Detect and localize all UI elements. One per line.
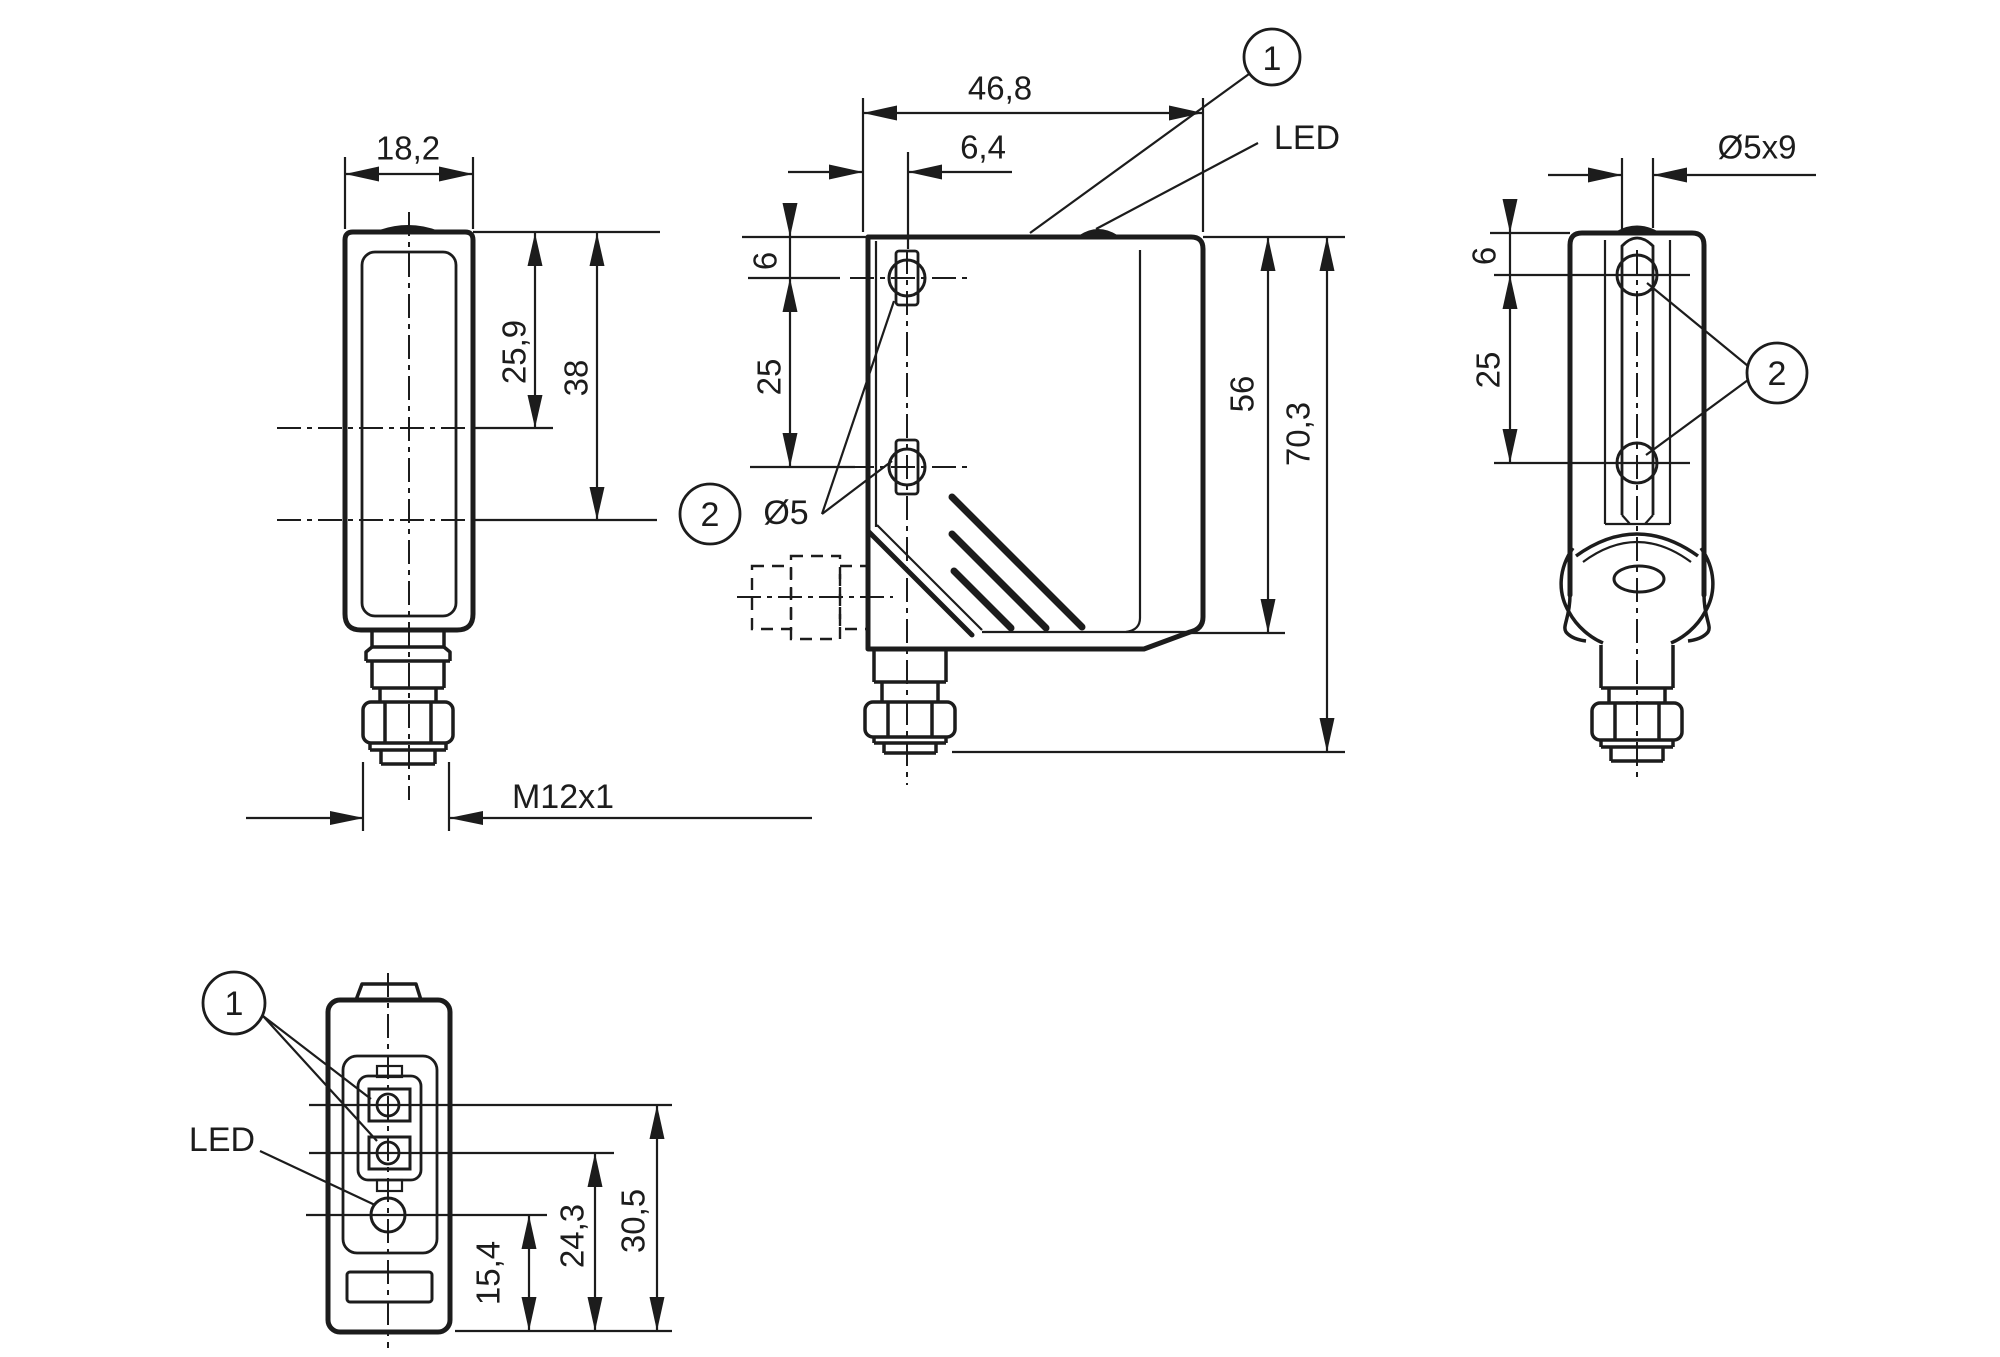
rib	[950, 567, 1015, 632]
dim-ref-axis-label: 38	[558, 360, 595, 397]
bottom-callout-1-circle	[201, 970, 267, 1036]
dim-lens2-axis-label: 24,3	[554, 1204, 591, 1268]
dim-total-height-label: 70,3	[1280, 402, 1317, 466]
led-label: LED	[1274, 119, 1340, 157]
side-connector-alt-dashed	[737, 554, 893, 641]
rib	[948, 493, 1086, 631]
callout-2-circle	[678, 482, 742, 546]
dim-body-height-label: 56	[1224, 376, 1261, 413]
bottom-view: 15,4 24,3 30,5 1 LED	[189, 970, 672, 1348]
dim-slot-label: Ø5x9	[1718, 129, 1797, 166]
dim-hole-top-label: 6	[747, 252, 784, 270]
side-view: 46,8 6,4 6 25 2 Ø5 56 70,3	[678, 27, 1345, 785]
callout-2-number: 2	[701, 496, 720, 534]
dim-rear-hole-pitch-label: 25	[1470, 352, 1507, 389]
hole-dia-label: Ø5	[763, 494, 808, 532]
dim-hole-inset-label: 6,4	[960, 129, 1006, 166]
dim-width-label: 18,2	[376, 130, 440, 167]
front-body-outline	[342, 229, 476, 633]
bottom-label-window	[345, 1270, 434, 1304]
front-connector	[361, 630, 455, 766]
side-led-dome	[1076, 229, 1121, 237]
side-body-outline	[865, 234, 1206, 652]
rear-view: Ø5x9 6 25 2	[1466, 129, 1816, 782]
bottom-callout-1-number: 1	[225, 985, 244, 1023]
callout-1-number: 1	[1263, 40, 1282, 78]
side-connector	[863, 649, 957, 755]
rear-slot	[1620, 236, 1655, 515]
dim-lens-axis-label: 25,9	[496, 320, 533, 384]
rear-callout-2-number: 2	[1768, 355, 1787, 393]
rear-callout-2-circle	[1745, 341, 1809, 405]
dim-rear-hole-top-label: 6	[1466, 247, 1503, 265]
callout-1-circle	[1242, 27, 1302, 87]
dim-depth-label: 46,8	[968, 70, 1032, 107]
side-chamfer	[865, 528, 975, 638]
bottom-led-label: LED	[189, 1121, 255, 1159]
dim-led-axis-label: 15,4	[470, 1241, 507, 1305]
dim-thread-label: M12x1	[512, 778, 614, 816]
bottom-window	[341, 1054, 439, 1255]
rib	[948, 530, 1050, 632]
front-view: 18,2 25,9 38 M12x1	[246, 130, 812, 831]
dim-hole-pitch-label: 25	[751, 359, 788, 396]
dim-lens1-axis-label: 30,5	[615, 1189, 652, 1253]
